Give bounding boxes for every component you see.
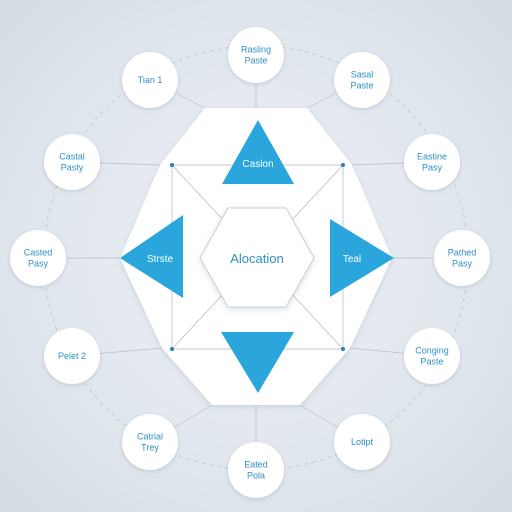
outer-node-label: Rasling [241, 45, 271, 55]
outer-node-label: Pelet 2 [58, 351, 86, 361]
outer-node-circle [404, 328, 460, 384]
triangle-top-label: Caslon [242, 159, 273, 170]
outer-node-circle [10, 230, 66, 286]
outer-node-circle [122, 52, 178, 108]
corner-dots [170, 163, 345, 351]
outer-node-label: Pasy [28, 259, 49, 269]
triangle-top: Caslon [222, 120, 294, 184]
outer-node-label: Eastine [417, 152, 447, 162]
outer-node-circle [228, 27, 284, 83]
outer-node-circle [404, 134, 460, 190]
triangle-bottom [221, 332, 294, 393]
outer-node-label: Pasty [61, 163, 84, 173]
triangle-left-label: Strste [147, 254, 174, 265]
outer-node-circle [122, 414, 178, 470]
outer-node-label: Pola [247, 471, 265, 481]
outer-node-circle [334, 414, 390, 470]
outer-node-label: Pathed [448, 248, 477, 258]
outer-node-label: Paste [420, 357, 443, 367]
outer-node-label: Casted [24, 248, 53, 258]
outer-node-circle [334, 52, 390, 108]
outer-node-label: Trey [141, 443, 159, 453]
outer-node[interactable]: Lotipt [334, 414, 390, 470]
triangle-right: Teal [330, 219, 394, 297]
central-hub[interactable] [199, 207, 315, 308]
outer-node[interactable]: Pelet 2 [44, 328, 100, 384]
outer-node-label: Lotipt [351, 437, 374, 447]
outer-node[interactable]: Tian 1 [122, 52, 178, 108]
outer-node-label: Conging [415, 346, 449, 356]
outer-node-circle [44, 134, 100, 190]
outer-node-circle [434, 230, 490, 286]
outer-node-label: Paste [350, 81, 373, 91]
outer-node-label: Pasy [422, 163, 443, 173]
triangle-left: Strste [120, 215, 183, 298]
outer-node-label: Catrial [137, 432, 163, 442]
outer-node-label: Castal [59, 152, 85, 162]
outer-node-label: Pasy [452, 259, 473, 269]
triangle-right-label: Teal [343, 254, 361, 265]
outer-node-circle [44, 328, 100, 384]
outer-node-label: Paste [244, 56, 267, 66]
outer-node-label: Eated [244, 460, 268, 470]
hub-label: Alocation [230, 251, 283, 266]
outer-node-label: Tian 1 [138, 75, 163, 85]
outer-node-circle [228, 442, 284, 498]
outer-nodes: RaslingPasteSasalPasteEastinePasyPathedP… [10, 27, 490, 498]
outer-node-label: Sasal [351, 70, 374, 80]
